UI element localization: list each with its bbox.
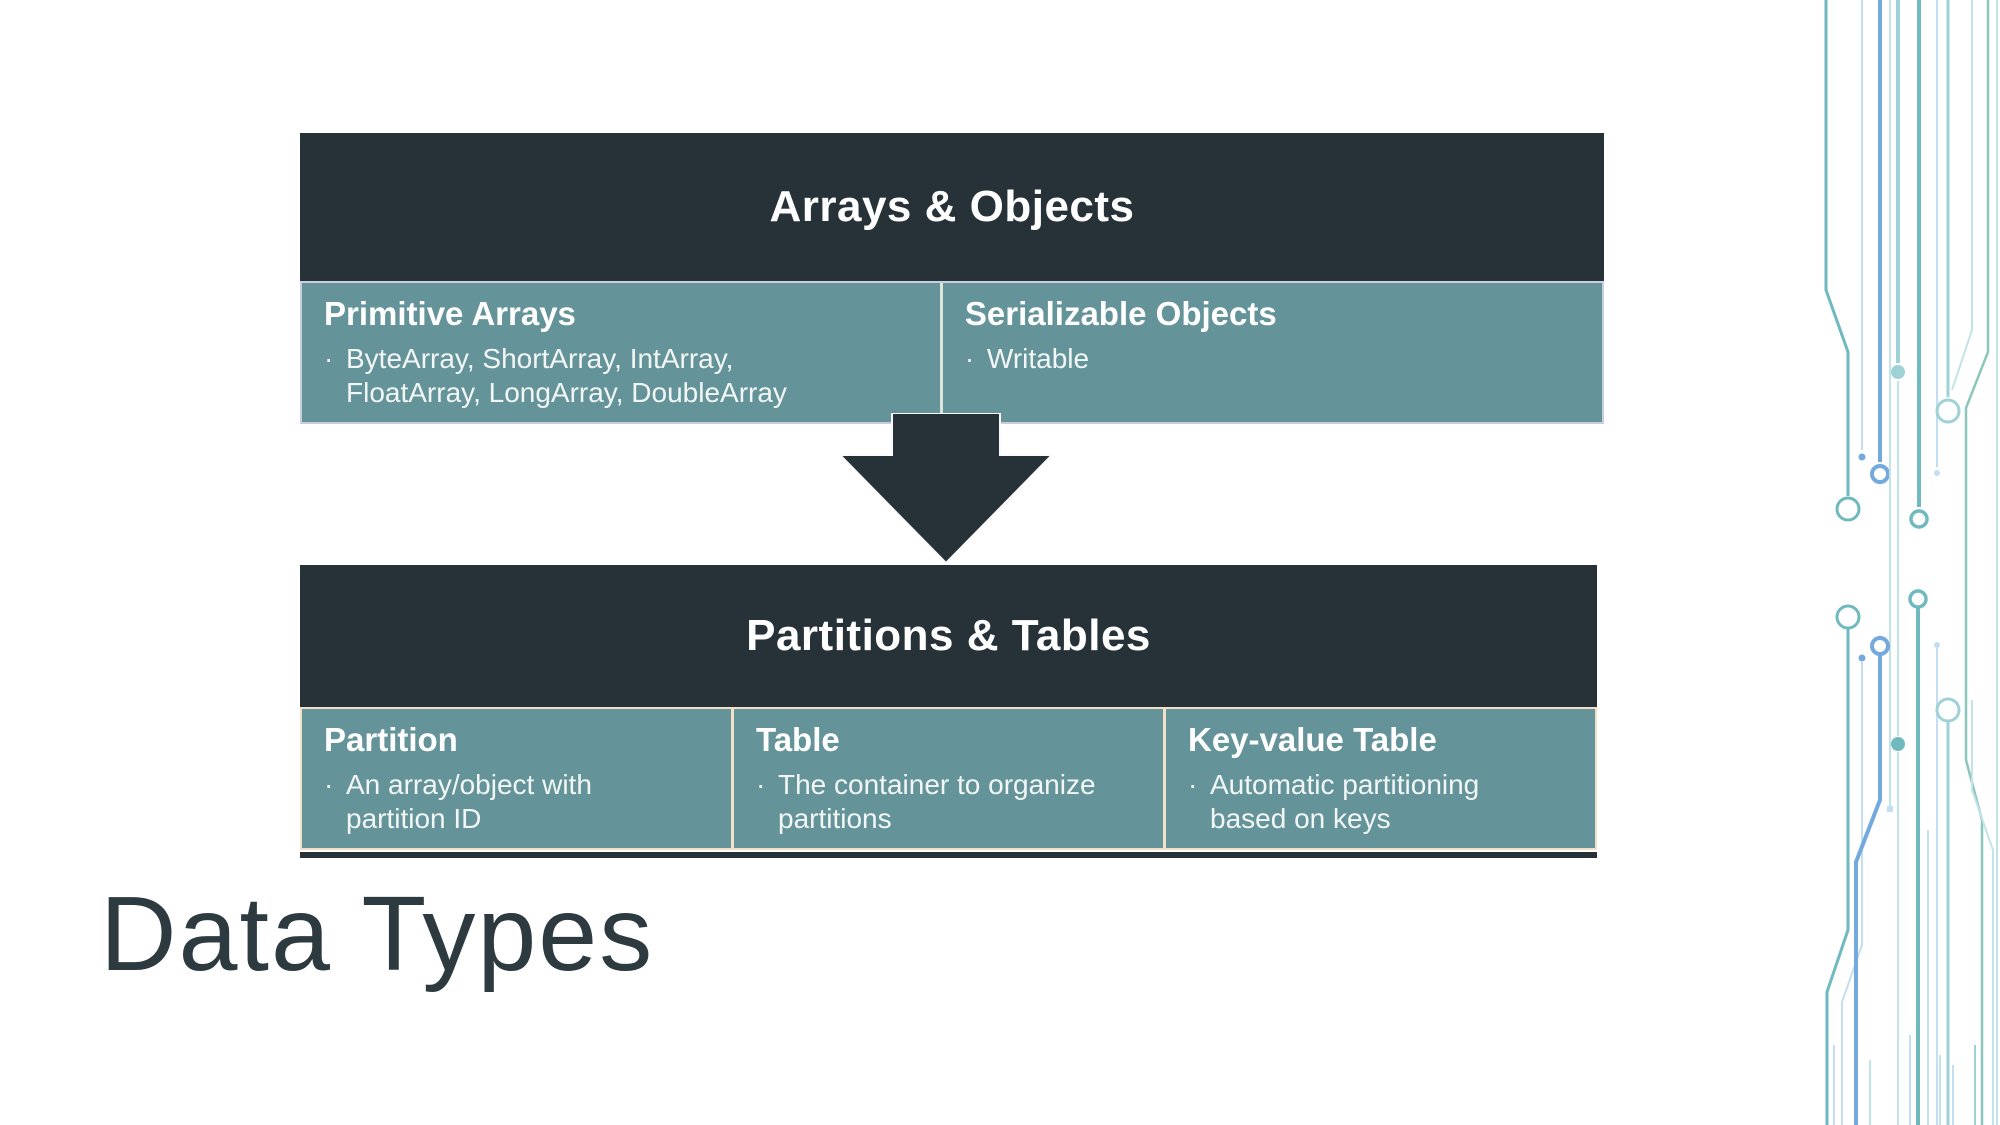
partitions-tables-header: Partitions & Tables bbox=[300, 565, 1597, 707]
arrays-objects-row: Primitive Arrays · ByteArray, ShortArray… bbox=[300, 281, 1604, 425]
bullet-text-line: FloatArray, LongArray, DoubleArray bbox=[346, 377, 787, 409]
partitions-tables-box: Partitions & Tables Partition · An array… bbox=[300, 565, 1597, 859]
bullet-text-line: partition ID bbox=[346, 803, 482, 835]
bullet-text-line: ByteArray, ShortArray, IntArray, bbox=[346, 343, 734, 375]
bullet-icon: · bbox=[1188, 769, 1198, 801]
down-arrow-icon bbox=[837, 412, 1055, 565]
bullet-text: An array/object with partition ID bbox=[346, 768, 592, 836]
bullet-text: Writable bbox=[987, 342, 1089, 376]
arrays-objects-header: Arrays & Objects bbox=[300, 133, 1604, 281]
page-title: Data Types bbox=[100, 875, 655, 993]
bullet-text-line: An array/object with bbox=[346, 769, 592, 801]
bullet-item: · Automatic partitioning based on keys bbox=[1188, 768, 1575, 836]
bullet-icon: · bbox=[964, 343, 975, 375]
bullet-item: · Writable bbox=[965, 342, 1582, 376]
circuit-pattern-icon bbox=[1824, 0, 1998, 1125]
table-underline bbox=[300, 852, 1597, 859]
bullet-icon: · bbox=[324, 343, 334, 375]
cell-title: Key-value Table bbox=[1188, 721, 1437, 758]
bullet-icon: · bbox=[324, 769, 334, 801]
cell-title: Partition bbox=[324, 721, 458, 758]
arrays-objects-box: Arrays & Objects Primitive Arrays · Byte… bbox=[300, 133, 1604, 425]
cell-title: Table bbox=[756, 721, 840, 758]
bullet-item: · The container to organize partitions bbox=[756, 768, 1143, 836]
cell-table: Table · The container to organize partit… bbox=[734, 709, 1166, 849]
bullet-text-line: The container to organize bbox=[778, 769, 1096, 801]
bullet-text-line: based on keys bbox=[1210, 803, 1391, 835]
partitions-tables-row: Partition · An array/object with partiti… bbox=[300, 707, 1597, 851]
bullet-item: · An array/object with partition ID bbox=[324, 768, 711, 836]
cell-primitive-arrays: Primitive Arrays · ByteArray, ShortArray… bbox=[302, 283, 943, 423]
bullet-text-line: Automatic partitioning bbox=[1210, 769, 1480, 801]
bullet-text: Automatic partitioning based on keys bbox=[1210, 768, 1479, 836]
bullet-item: · ByteArray, ShortArray, IntArray, Float… bbox=[324, 342, 920, 410]
bullet-icon: · bbox=[756, 769, 766, 801]
cell-partition: Partition · An array/object with partiti… bbox=[302, 709, 734, 849]
bullet-text: The container to organize partitions bbox=[778, 768, 1096, 836]
bullet-text: ByteArray, ShortArray, IntArray, FloatAr… bbox=[346, 342, 787, 410]
cell-title: Primitive Arrays bbox=[324, 295, 576, 332]
bullet-text-line: partitions bbox=[778, 803, 892, 835]
cell-title: Serializable Objects bbox=[964, 295, 1277, 332]
cell-serializable-objects: Serializable Objects · Writable bbox=[943, 283, 1602, 422]
bullet-text-line: Writable bbox=[986, 343, 1090, 375]
cell-key-value-table: Key-value Table · Automatic partitioning… bbox=[1166, 709, 1595, 848]
